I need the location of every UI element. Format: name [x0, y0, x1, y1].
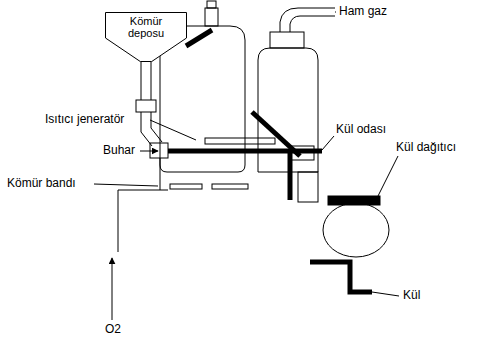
hopper-shape: [106, 13, 187, 62]
part-label: Kömür deposu: [119, 15, 173, 39]
thick-bar: [186, 30, 212, 46]
ash-outlet: [310, 262, 372, 292]
leader-line: [372, 292, 399, 296]
oxygen-pipe: [118, 190, 168, 252]
pipe-coupling: [136, 100, 156, 112]
connecting-bar: [205, 138, 275, 144]
coal-hopper: Kömür deposu: [105, 12, 187, 62]
feed-pipe: [141, 62, 142, 100]
vessel-cap: [207, 1, 216, 8]
ash-distributor: [323, 203, 389, 257]
leader-line: [94, 184, 158, 186]
part-label: O2: [104, 322, 122, 336]
vessel-neck: [205, 8, 218, 26]
steam-arrow: [140, 151, 158, 152]
part-label: Kül odası: [335, 122, 387, 136]
raw-gas-pipe: [280, 8, 335, 32]
coal-belt: [212, 184, 248, 189]
part-label: Isıtıcı jeneratör: [44, 112, 125, 126]
vessel-neck: [270, 32, 304, 48]
thick-bar: [288, 151, 293, 200]
part-label: Buhar: [102, 143, 136, 157]
ash-chamber: [298, 172, 318, 202]
leader-line: [322, 136, 334, 150]
thick-bar: [168, 149, 322, 154]
leader-line: [335, 12, 336, 13]
oxygen-arrow: [112, 258, 113, 320]
leader-line: [150, 120, 196, 140]
feed-pipe: [160, 158, 161, 190]
feed-pipe: [151, 62, 152, 100]
feed-pipe: [141, 112, 152, 146]
part-label: Ham gaz: [338, 4, 388, 18]
coal-belt: [170, 184, 202, 189]
leader-line: [376, 156, 398, 200]
part-label: Kül: [402, 288, 421, 302]
distributor-plate: [330, 198, 378, 203]
raw-gas-pipe: [290, 16, 335, 32]
part-label: Kömür bandı: [6, 176, 77, 190]
part-label: Kül dağıtıcı: [395, 140, 457, 154]
